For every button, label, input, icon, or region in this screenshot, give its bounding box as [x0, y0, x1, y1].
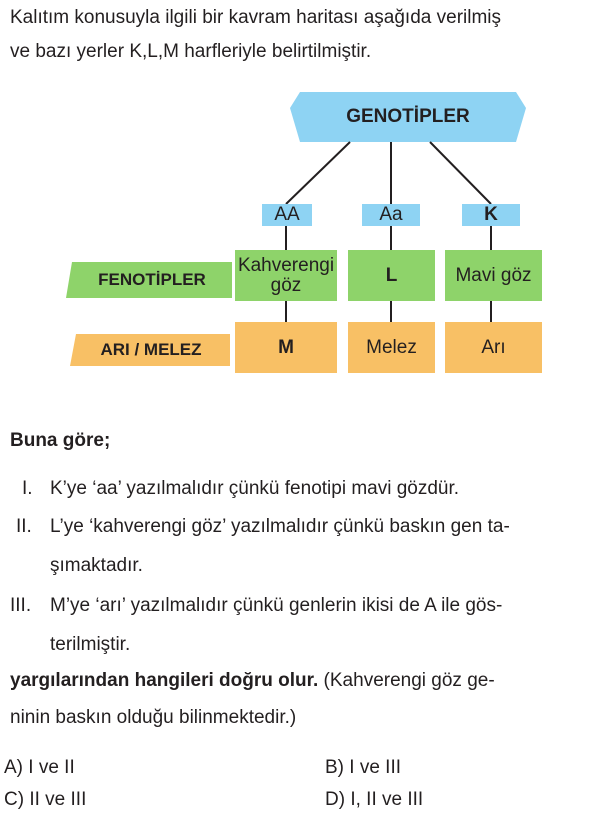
connector-root-aa [285, 141, 351, 205]
conclusion-rest: (Kahverengi göz ge- [318, 670, 495, 691]
phenotype-box-mavi: Mavi göz [445, 250, 542, 301]
concept-map-graphics [66, 92, 526, 366]
item-2-line1: L’ye ‘kahverengi göz’ yazılmalıdır çünkü… [50, 516, 510, 537]
arimelez-label: ARI / MELEZ [100, 340, 202, 359]
item-3-line1: M’ye ‘arı’ yazılmalıdır çünkü genlerin i… [50, 595, 503, 616]
root-banner-shape [290, 92, 526, 142]
purity-box-ari: Arı [445, 322, 542, 373]
item-3-line2: terilmiştir. [50, 634, 131, 655]
connector-root-k [429, 141, 492, 205]
purity-box-m: M [235, 322, 337, 373]
option-c[interactable]: C) II ve III [4, 789, 87, 810]
fenotip-label: FENOTİPLER [98, 270, 206, 289]
phenotype-box-kahverengi: Kahverengi göz [235, 250, 337, 301]
phenotype-box-l: L [348, 250, 435, 301]
phenotype-kahverengi-line2: göz [270, 274, 302, 296]
item-2-line2: şımaktadır. [50, 555, 143, 576]
option-a[interactable]: A) I ve II [4, 757, 75, 778]
phenotype-kahverengi-line1: Kahverengi [237, 254, 335, 276]
conclusion-bold: yargılarından hangileri doğru olur. [10, 670, 319, 691]
item-1-line1: K’ye ‘aa’ yazılmalıdır çünkü fenotipi ma… [50, 478, 460, 499]
item-2-number: II. [16, 516, 32, 537]
conclusion-line2: ninin baskın olduğu bilinmektedir.) [10, 707, 297, 728]
root-genotipler: GENOTİPLER [346, 106, 470, 127]
item-3-number: III. [10, 595, 32, 616]
intro-line-1: Kalıtım konusuyla ilgili bir kavram hari… [10, 7, 502, 28]
conclusion-line1: yargılarından hangileri doğru olur. (Kah… [10, 669, 495, 693]
intro-line-2: ve bazı yerler K,L,M harfleriyle belirti… [10, 41, 372, 62]
item-1-number: I. [22, 478, 33, 499]
genotype-box-k: K [462, 204, 520, 226]
genotype-box-Aa: Aa [362, 204, 420, 226]
option-d[interactable]: D) I, II ve III [325, 789, 424, 810]
genotype-box-aa: AA [262, 204, 312, 226]
fenotip-banner-shape [66, 262, 232, 298]
purity-box-melez: Melez [348, 322, 435, 373]
question-lead: Buna göre; [10, 430, 111, 451]
arimelez-banner-shape [70, 334, 230, 366]
option-b[interactable]: B) I ve III [325, 757, 402, 778]
